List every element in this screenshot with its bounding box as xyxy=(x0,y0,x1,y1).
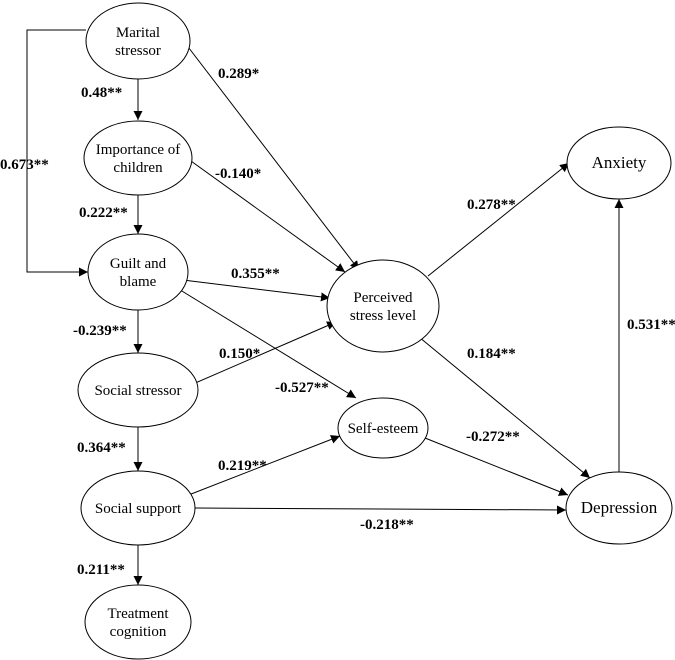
node-label: Self-esteem xyxy=(348,421,419,437)
node-label: Guilt and xyxy=(110,256,167,272)
path-coefficient-importance-guilt: 0.222** xyxy=(79,205,128,221)
path-coefficient-marital-importance: 0.48** xyxy=(81,85,122,101)
coefficients-layer: 0.48** 0.673** 0.289* 0.222** -0.140* 0.355**… xyxy=(0,66,675,578)
path-coefficient-perceived-depression: 0.184** xyxy=(467,346,516,362)
path-arrow-social-stressor-perceived xyxy=(192,321,337,385)
node-depression: Depression xyxy=(565,471,673,545)
path-arrow-marital-guilt xyxy=(26,29,88,277)
path-coefficient-importance-perceived: -0.140* xyxy=(215,166,261,182)
node-guilt: Guilt and blame xyxy=(87,233,189,311)
path-arrow-guilt-self-esteem xyxy=(176,287,357,399)
node-ellipse xyxy=(83,120,193,196)
path-coefficient-social-stressor-social-support: 0.364** xyxy=(77,440,126,456)
path-coefficient-social-stressor-perceived: 0.150* xyxy=(219,346,260,362)
node-social-support: Social support xyxy=(80,470,196,546)
path-arrow-self-esteem-depression xyxy=(424,437,569,496)
node-label: Social support xyxy=(95,501,182,517)
path-arrow-perceived-anxiety xyxy=(427,162,570,277)
path-arrow-social-support-self-esteem xyxy=(185,435,341,497)
node-label: stress level xyxy=(350,308,416,324)
node-ellipse xyxy=(85,2,191,80)
node-label: Perceived xyxy=(353,290,413,306)
node-ellipse xyxy=(337,397,429,459)
path-coefficient-guilt-perceived: 0.355** xyxy=(231,266,280,282)
node-label: children xyxy=(113,160,163,176)
node-ellipse xyxy=(84,584,192,660)
path-arrow-importance-perceived xyxy=(183,155,346,273)
path-arrow-guilt-perceived xyxy=(182,279,331,302)
path-coefficient-perceived-anxiety: 0.278** xyxy=(467,197,516,213)
node-social-stressor: Social stressor xyxy=(77,352,199,428)
node-label: cognition xyxy=(110,624,167,640)
node-label: blame xyxy=(120,274,157,290)
node-label: Treatment xyxy=(107,606,169,622)
node-ellipse xyxy=(80,470,196,546)
node-ellipse xyxy=(87,233,189,311)
path-coefficient-marital-guilt: 0.673** xyxy=(0,157,49,173)
node-treatment: Treatment cognition xyxy=(84,584,192,660)
node-ellipse xyxy=(326,259,440,353)
node-ellipse xyxy=(566,126,672,200)
path-coefficient-self-esteem-depression: -0.272** xyxy=(466,429,520,445)
node-anxiety: Anxiety xyxy=(566,126,672,200)
node-ellipse xyxy=(77,352,199,428)
path-arrow-social-support-depression xyxy=(194,505,567,515)
node-label: Social stressor xyxy=(94,383,181,399)
node-importance: Importance of children xyxy=(83,120,193,196)
node-perceived: Perceived stress level xyxy=(326,259,440,353)
path-coefficient-marital-perceived: 0.289* xyxy=(218,66,259,82)
node-label: Importance of xyxy=(96,142,181,158)
path-coefficient-guilt-social-stressor: -0.239** xyxy=(73,323,127,339)
path-coefficient-guilt-self-esteem: -0.527** xyxy=(275,380,329,396)
node-self-esteem: Self-esteem xyxy=(337,397,429,459)
node-label: Anxiety xyxy=(592,153,647,172)
path-coefficient-social-support-self-esteem: 0.219** xyxy=(218,458,267,474)
path-coefficient-social-support-depression: -0.218** xyxy=(360,517,414,533)
node-label: Marital xyxy=(116,25,160,41)
path-arrow-marital-perceived xyxy=(181,38,360,271)
node-label: stressor xyxy=(115,43,161,59)
paths-layer xyxy=(26,29,624,585)
node-marital: Marital stressor xyxy=(85,2,191,80)
node-label: Depression xyxy=(581,498,658,517)
path-arrow-perceived-depression xyxy=(418,336,591,479)
path-coefficient-social-support-treatment: 0.211** xyxy=(77,562,125,578)
node-ellipse xyxy=(565,471,673,545)
path-coefficient-depression-anxiety: 0.531** xyxy=(627,317,675,333)
